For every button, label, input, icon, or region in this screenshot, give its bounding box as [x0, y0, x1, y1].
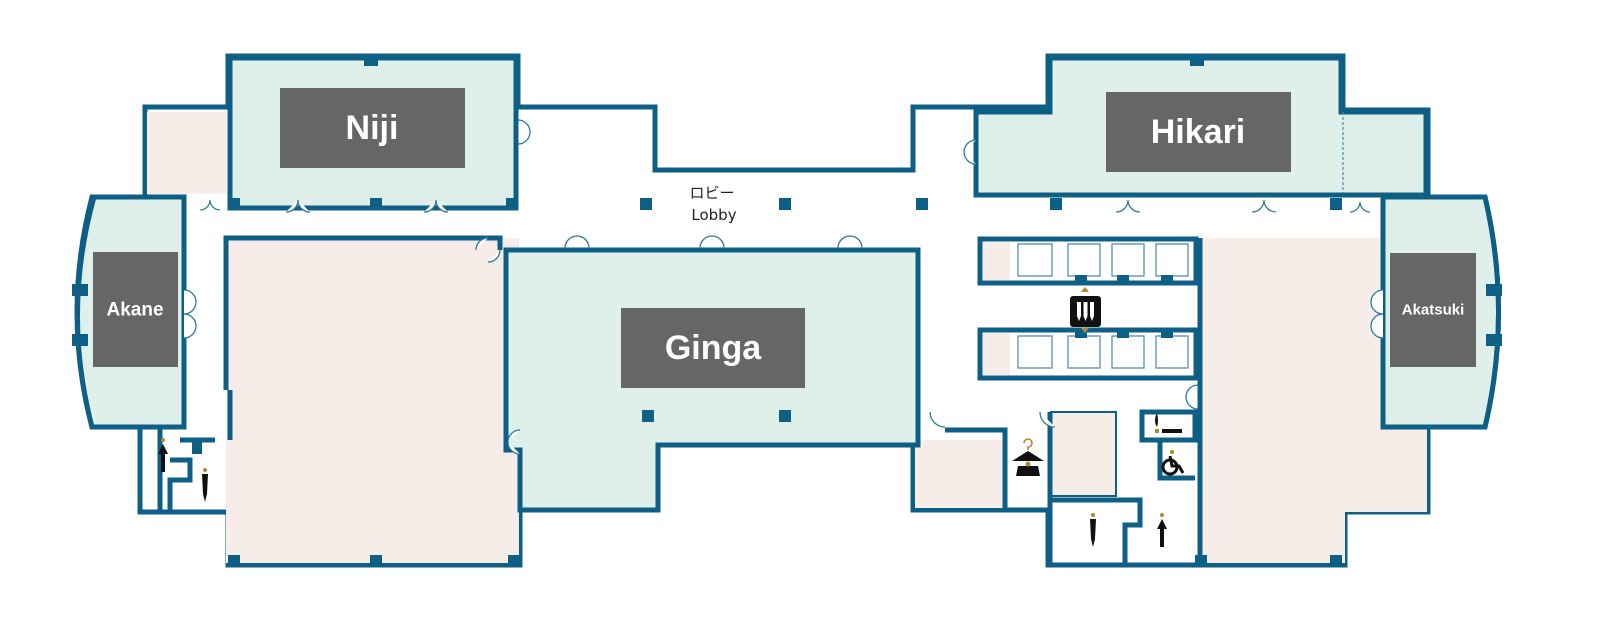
room-name-akane: Akane — [106, 300, 163, 321]
room-name-ginga: Ginga — [665, 329, 762, 367]
elevator-icon — [1070, 287, 1101, 333]
elevator-hall — [977, 236, 1199, 381]
storage-room-upper-left — [147, 112, 227, 194]
room-hikari[interactable]: Hikari — [973, 55, 1429, 198]
room-ginga[interactable]: Ginga — [503, 247, 921, 513]
lobby-label-en: Lobby — [691, 206, 736, 224]
womens-restroom-icon-right — [1090, 513, 1096, 547]
room-akatsuki[interactable]: Akatsuki — [1380, 194, 1501, 430]
cloakroom-icon — [1012, 438, 1044, 476]
mens-restroom-icon — [158, 438, 168, 472]
doors — [183, 119, 1384, 455]
room-label-niji — [280, 88, 465, 168]
womens-restroom-icon — [202, 468, 208, 502]
room-label-akatsuki — [1390, 253, 1476, 367]
lobby-label-ja: ロビー — [689, 184, 734, 202]
room-lower-middle — [915, 440, 1005, 508]
room-label-ginga — [621, 308, 805, 388]
smoking-area-icon — [1155, 413, 1182, 433]
room-name-akatsuki: Akatsuki — [1402, 302, 1465, 319]
room-akane[interactable]: Akane — [75, 194, 187, 430]
room-niji[interactable]: Niji — [227, 55, 519, 211]
accessible-restroom-icon — [1161, 450, 1185, 476]
room-label-hikari — [1106, 92, 1291, 172]
columns — [72, 56, 1502, 565]
room-name-niji: Niji — [346, 109, 399, 147]
room-name-hikari: Hikari — [1151, 113, 1246, 151]
mens-restroom-icon-right — [1157, 513, 1167, 547]
room-label-akane — [93, 252, 178, 367]
hall-room-left — [226, 238, 519, 563]
hall-room-right — [1200, 238, 1427, 563]
